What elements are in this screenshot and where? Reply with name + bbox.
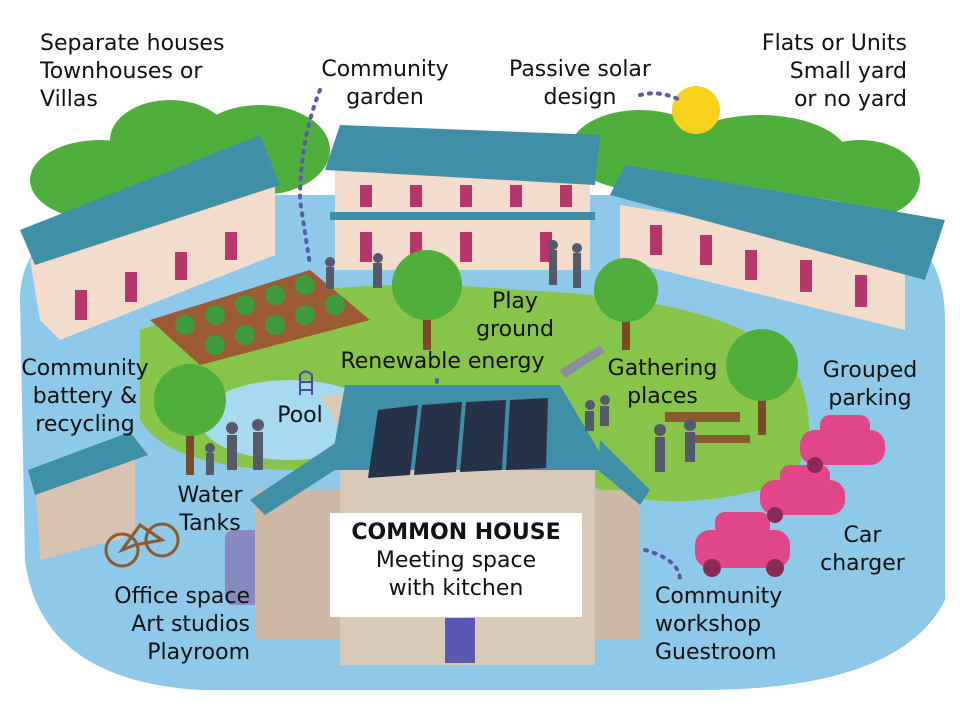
- picnic-table: [665, 412, 750, 443]
- label-pool: Pool: [270, 402, 330, 430]
- label-flats: Flats or Units Small yard or no yard: [762, 30, 907, 114]
- label-car-charger: Car charger: [810, 522, 915, 578]
- label-community-garden: Community garden: [310, 56, 460, 112]
- label-gathering: Gathering places: [600, 355, 725, 411]
- label-line: charger: [820, 551, 905, 576]
- garden-bed: [150, 270, 370, 365]
- common-house-label: COMMON HOUSE Meeting space with kitchen: [330, 513, 582, 617]
- label-line: Community: [655, 584, 783, 609]
- label-line: Community: [21, 356, 149, 381]
- label-parking: Grouped parking: [810, 357, 930, 413]
- label-line: Play: [492, 289, 538, 314]
- label-line: Villas: [40, 87, 98, 112]
- label-line: Office space: [114, 584, 250, 609]
- label-line: Renewable energy: [340, 349, 545, 374]
- label-houses: Separate houses Townhouses or Villas: [40, 30, 224, 114]
- common-house-line: with kitchen: [388, 576, 524, 601]
- label-line: Gathering: [607, 356, 718, 381]
- label-line: Flats or Units: [761, 31, 907, 56]
- label-line: Guestroom: [655, 640, 777, 665]
- label-line: design: [543, 85, 617, 110]
- label-line: Community: [321, 57, 449, 82]
- label-line: recycling: [35, 412, 135, 437]
- battery-shed: [28, 432, 148, 560]
- label-line: places: [627, 384, 698, 409]
- pool-ladder: [299, 370, 313, 395]
- bicycle-icon: [104, 522, 180, 568]
- label-line: Separate houses: [40, 31, 225, 56]
- trees: [154, 250, 798, 475]
- label-line: Passive solar: [509, 57, 651, 82]
- sun-icon: [672, 86, 720, 134]
- label-line: battery &: [32, 384, 138, 409]
- label-line: workshop: [655, 612, 762, 637]
- label-line: parking: [828, 386, 912, 411]
- label-line: Grouped: [822, 358, 918, 383]
- common-house-title: COMMON HOUSE: [351, 520, 561, 545]
- label-line: Tanks: [179, 511, 241, 536]
- people-silhouettes: [205, 240, 696, 475]
- label-office: Office space Art studios Playroom: [114, 583, 250, 667]
- label-line: garden: [346, 85, 424, 110]
- label-line: Playroom: [147, 640, 250, 665]
- label-playground: Play ground: [465, 288, 565, 344]
- label-line: Small yard: [789, 59, 907, 84]
- label-line: Water: [177, 483, 243, 508]
- label-line: or no yard: [793, 87, 907, 112]
- label-water-tanks: Water Tanks: [165, 482, 255, 538]
- cars: [695, 415, 885, 577]
- label-renewable-energy: Renewable energy: [330, 348, 555, 376]
- label-line: ground: [476, 317, 554, 342]
- label-workshop: Community workshop Guestroom: [655, 583, 782, 667]
- label-line: Car: [843, 523, 882, 548]
- common-house-line: Meeting space: [375, 548, 537, 573]
- flats-right: [610, 165, 945, 330]
- flats-middle: [325, 125, 600, 270]
- label-line: Townhouses or: [40, 59, 203, 84]
- label-line: Pool: [277, 403, 323, 428]
- label-passive-solar: Passive solar design: [505, 56, 655, 112]
- label-line: Art studios: [131, 612, 250, 637]
- townhouses-left: [20, 135, 280, 340]
- seesaw: [560, 345, 605, 378]
- label-battery: Community battery & recycling: [10, 355, 160, 439]
